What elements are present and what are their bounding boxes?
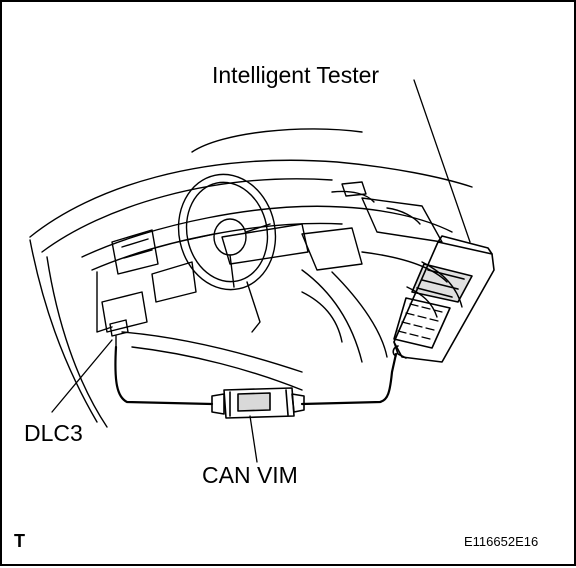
corner-marker: T — [14, 531, 25, 551]
dlc3-label: DLC3 — [24, 420, 83, 446]
leader-lines — [51, 79, 471, 463]
tester-cable — [114, 345, 398, 406]
steering-wheel — [177, 173, 277, 333]
dlc3-connector — [109, 319, 129, 348]
dashboard-outline — [81, 181, 453, 391]
intelligent-tester-device — [392, 235, 495, 363]
can-vim-label: CAN VIM — [202, 462, 298, 488]
figure-code: E116652E16 — [464, 534, 539, 549]
intelligent-tester-label: Intelligent Tester — [212, 62, 380, 88]
windshield-outline — [29, 128, 473, 428]
can-vim-module — [211, 387, 305, 419]
